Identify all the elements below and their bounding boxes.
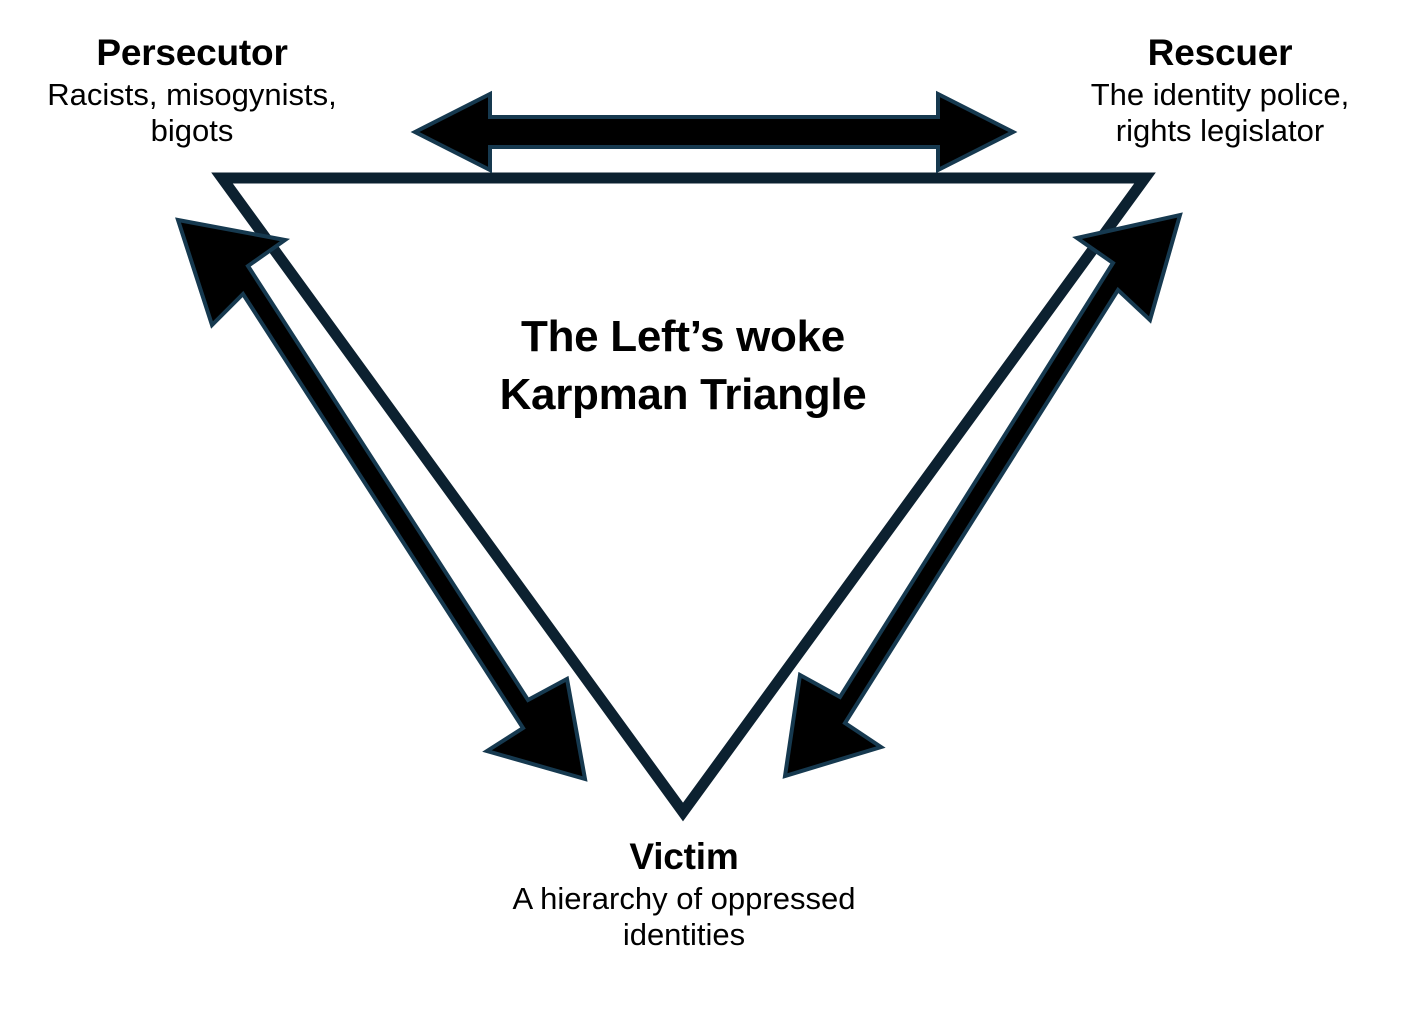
arrow-victim-persecutor bbox=[175, 217, 588, 782]
node-label-persecutor: Persecutor Racists, misogynists, bigots bbox=[6, 32, 378, 149]
rescuer-description-line1: The identity police, bbox=[1090, 76, 1350, 112]
persecutor-description-line2: bigots bbox=[150, 112, 234, 148]
victim-title: Victim bbox=[629, 836, 739, 877]
arrow-persecutor-rescuer bbox=[410, 90, 1018, 174]
victim-description-line1: A hierarchy of oppressed bbox=[512, 880, 856, 916]
inverted-triangle-outline bbox=[211, 172, 1156, 822]
rescuer-description-line2: rights legislator bbox=[1115, 112, 1325, 148]
node-label-victim: Victim A hierarchy of oppressed identiti… bbox=[436, 836, 932, 953]
diagram-center-title: The Left’s woke Karpman Triangle bbox=[383, 308, 983, 424]
node-label-rescuer: Rescuer The identity police, rights legi… bbox=[1034, 32, 1406, 149]
persecutor-description-line1: Racists, misogynists, bbox=[47, 76, 337, 112]
victim-description-line2: identities bbox=[622, 916, 746, 952]
persecutor-title: Persecutor bbox=[96, 32, 288, 73]
center-title-line2: Karpman Triangle bbox=[499, 370, 867, 420]
arrow-victim-rescuer bbox=[782, 212, 1183, 779]
rescuer-title: Rescuer bbox=[1147, 32, 1293, 73]
center-title-line1: The Left’s woke bbox=[521, 312, 845, 361]
